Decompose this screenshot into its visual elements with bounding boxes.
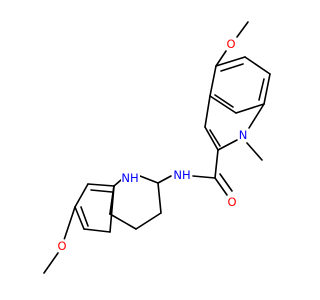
bond-line bbox=[109, 213, 137, 230]
atom-amide-oxygen: O bbox=[225, 195, 239, 209]
bond-line bbox=[214, 94, 234, 108]
atom-label-n-indole: N bbox=[239, 128, 248, 142]
atom-label-nh-carbazole: NH bbox=[121, 171, 138, 185]
molecule-diagram: O N O NH NH O bbox=[43, 21, 271, 274]
bond-line bbox=[209, 129, 221, 147]
atom-label-o-bottom: O bbox=[57, 239, 66, 253]
bond-layer bbox=[43, 21, 271, 274]
bond-line bbox=[87, 183, 115, 187]
bond-line bbox=[217, 139, 238, 151]
atom-carbazole-nh: NH bbox=[121, 171, 140, 185]
bond-line bbox=[244, 56, 271, 75]
bond-line bbox=[263, 73, 271, 105]
atom-methoxy-oxygen-top: O bbox=[224, 37, 238, 51]
atom-indole-nitrogen: N bbox=[236, 128, 250, 142]
bond-line bbox=[157, 175, 172, 184]
bond-line bbox=[214, 177, 228, 196]
bond-line bbox=[215, 50, 227, 67]
atom-methoxy-oxygen-bottom: O bbox=[55, 239, 69, 253]
bond-line bbox=[83, 228, 111, 233]
bond-line bbox=[43, 252, 59, 274]
bond-line bbox=[204, 126, 219, 151]
structure-canvas: O N O NH NH O bbox=[43, 21, 271, 274]
bond-line bbox=[135, 212, 162, 230]
bond-line bbox=[80, 206, 89, 227]
bond-line bbox=[220, 63, 244, 72]
bond-line bbox=[157, 182, 162, 214]
bond-line bbox=[209, 95, 237, 114]
bond-line bbox=[246, 142, 263, 161]
bond-line bbox=[236, 21, 249, 38]
bond-line bbox=[204, 95, 211, 128]
atom-label-nh-amide: NH bbox=[173, 168, 190, 182]
bond-line bbox=[235, 103, 265, 114]
atom-amide-nh: NH bbox=[173, 168, 192, 182]
atom-label-o-amide: O bbox=[227, 195, 236, 209]
bond-line bbox=[74, 206, 85, 230]
bond-line bbox=[90, 189, 113, 193]
bond-line bbox=[74, 183, 89, 208]
bond-line bbox=[248, 103, 265, 129]
bond-line bbox=[63, 206, 76, 241]
bond-line bbox=[214, 149, 219, 179]
bond-line bbox=[209, 65, 217, 97]
bond-line bbox=[219, 173, 233, 192]
atom-label-o-top: O bbox=[226, 37, 235, 51]
bond-line bbox=[109, 185, 115, 215]
atom-label-layer: O N O NH NH O bbox=[55, 37, 250, 253]
bond-line bbox=[215, 56, 246, 67]
bond-line bbox=[258, 78, 265, 101]
bond-line bbox=[113, 179, 122, 187]
bond-line bbox=[139, 175, 159, 184]
bond-line bbox=[192, 175, 216, 179]
